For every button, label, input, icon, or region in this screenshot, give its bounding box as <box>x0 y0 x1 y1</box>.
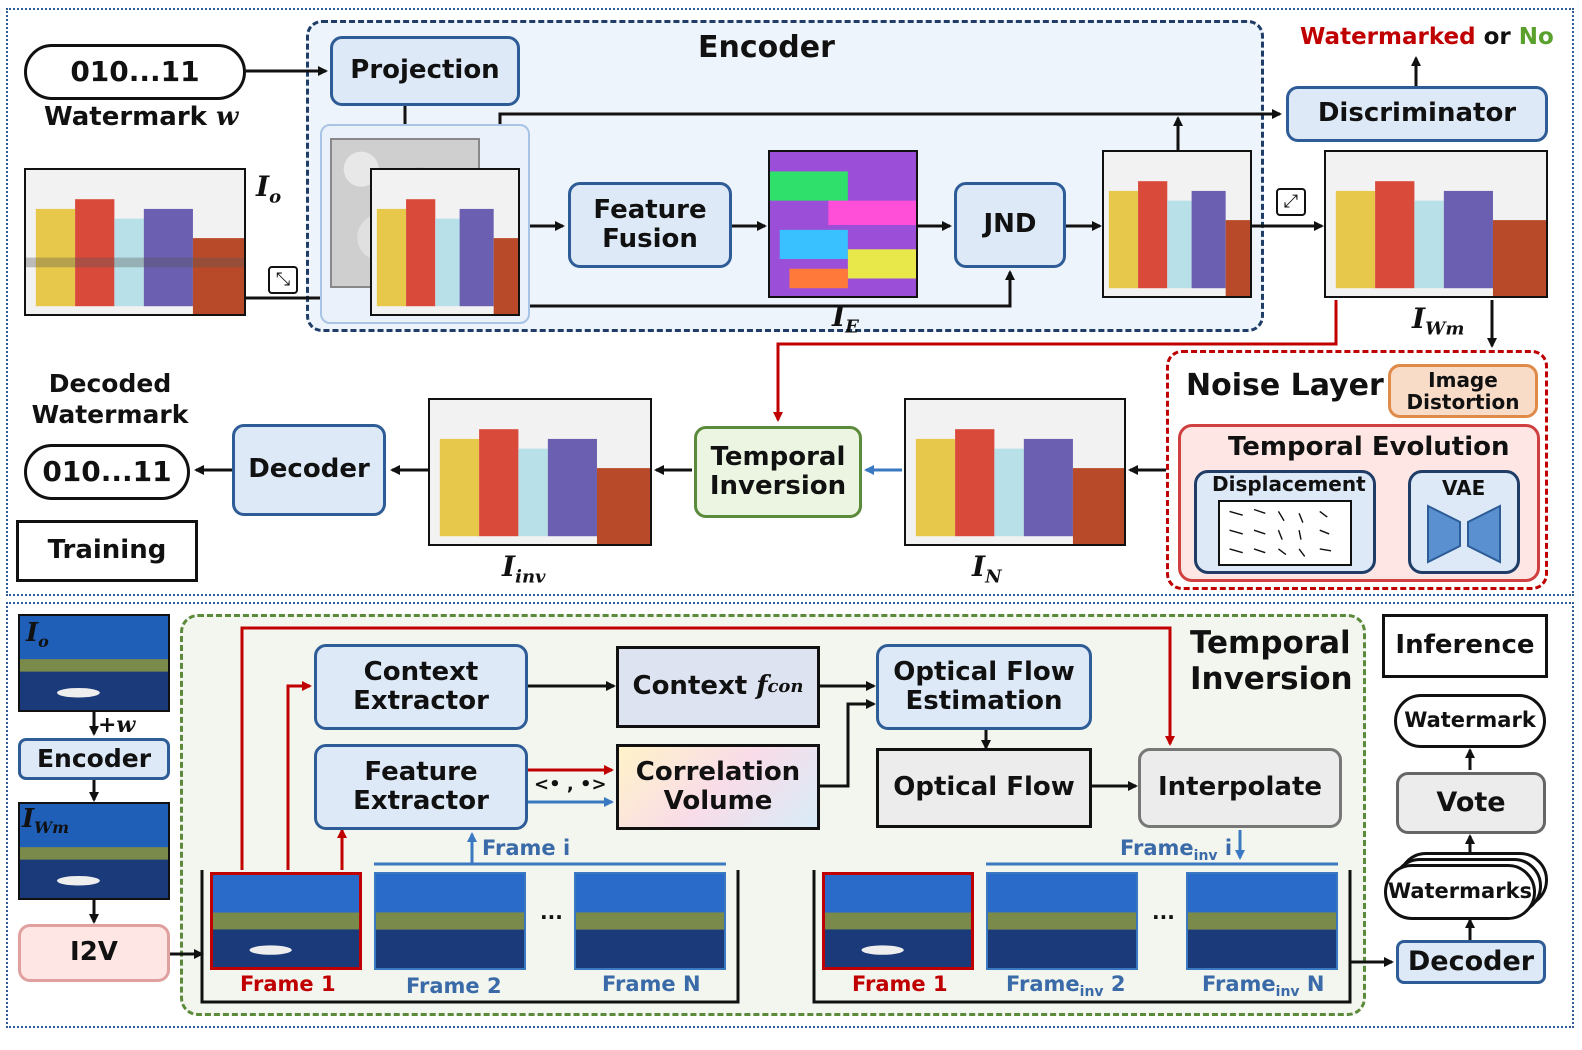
watermark-bits-input: 010...11 <box>24 44 246 100</box>
inference-io-label: Io <box>26 618 49 652</box>
io-label: Io <box>256 170 282 208</box>
decoder-box: Decoder <box>232 424 386 516</box>
watermarked-image-iwm <box>1324 150 1548 298</box>
i2v-box: I2V <box>18 924 170 982</box>
correlation-operator: <• , •> <box>534 774 607 795</box>
inv-frame-n-label: Frameinv N <box>1202 972 1325 1001</box>
context-extractor-box: Context Extractor <box>314 644 528 730</box>
frame-1-label: Frame 1 <box>240 972 336 996</box>
encoded-image <box>1102 150 1252 298</box>
temporal-inversion-title: Temporal Inversion <box>1190 625 1353 697</box>
inverted-image-iinv <box>428 398 652 546</box>
frame-2-thumbnail <box>374 872 526 970</box>
temporal-inversion-box: Temporal Inversion <box>694 426 862 518</box>
frame-i-label: Frame i <box>482 836 571 860</box>
inference-watermarked-iwm <box>18 802 170 900</box>
image-distortion-box: Image Distortion <box>1388 364 1538 418</box>
feature-fusion-box: Feature Fusion <box>568 182 732 268</box>
vae-panel <box>1408 470 1520 574</box>
plus-w-label: +w <box>98 712 136 738</box>
decoded-watermark-label: Decoded Watermark <box>31 369 189 430</box>
inv-frame-2-thumbnail <box>986 872 1138 970</box>
watermark-label: Watermark w <box>44 102 239 132</box>
optical-flow-estimation-box: Optical Flow Estimation <box>876 644 1092 730</box>
jnd-box: JND <box>954 182 1066 268</box>
encoder-title: Encoder <box>698 30 835 65</box>
projection-box: Projection <box>330 36 520 106</box>
feature-extractor-box: Feature Extractor <box>314 744 528 830</box>
inference-section-frame <box>6 602 1574 1028</box>
inference-decoder-box: Decoder <box>1396 940 1546 984</box>
original-image-io <box>24 168 246 316</box>
displacement-field-icon <box>1218 500 1352 566</box>
in-label: IN <box>972 550 1002 588</box>
frame-1-thumbnail <box>210 872 362 970</box>
iwm-label: IWm <box>1412 302 1465 340</box>
inv-frames-ellipsis: ... <box>1152 900 1175 924</box>
frame-n-label: Frame N <box>602 972 701 996</box>
noise-layer-title: Noise Layer <box>1186 368 1384 403</box>
ie-label: IE <box>832 300 859 338</box>
noised-image-in <box>904 398 1126 546</box>
frame-2-label: Frame 2 <box>406 974 502 998</box>
temporal-evolution-title: Temporal Evolution <box>1228 432 1510 462</box>
discriminator-output: Watermarked or No <box>1300 24 1554 50</box>
residual-image-ie <box>768 150 918 298</box>
resized-input-image <box>370 168 520 316</box>
inference-input-io <box>18 614 170 712</box>
inv-frame-2-label: Frameinv 2 <box>1006 972 1126 1001</box>
vae-label: VAE <box>1442 476 1486 500</box>
vae-icon <box>1426 504 1502 564</box>
training-section-frame <box>6 8 1574 596</box>
downscale-icon: ⤡ <box>268 266 298 294</box>
interpolate-box: Interpolate <box>1138 748 1342 828</box>
inference-mode-label: Inference <box>1382 614 1548 678</box>
iinv-label: Iinv <box>502 550 546 588</box>
watermarks-stack: Watermarks <box>1384 864 1536 920</box>
upscale-icon: ⤢ <box>1276 188 1306 216</box>
vote-box: Vote <box>1396 772 1546 834</box>
inv-frame-1-thumbnail <box>822 872 974 970</box>
discriminator-box: Discriminator <box>1286 86 1548 142</box>
inference-iwm-label: IWm <box>22 804 70 838</box>
inv-frame-1-label: Frame 1 <box>852 972 948 996</box>
frames-ellipsis: ... <box>540 900 563 924</box>
training-mode-label: Training <box>16 520 198 582</box>
displacement-label: Displacement <box>1212 472 1366 496</box>
optical-flow-box: Optical Flow <box>876 748 1092 828</box>
inv-frame-n-thumbnail <box>1186 872 1338 970</box>
correlation-volume-box: Correlation Volume <box>616 744 820 830</box>
inference-encoder-box: Encoder <box>18 738 170 780</box>
frame-n-thumbnail <box>574 872 726 970</box>
decoded-bits-output: 010...11 <box>24 444 190 500</box>
final-watermark-output: Watermark <box>1394 694 1546 748</box>
frame-inv-i-label: Frameinv i <box>1120 836 1233 865</box>
